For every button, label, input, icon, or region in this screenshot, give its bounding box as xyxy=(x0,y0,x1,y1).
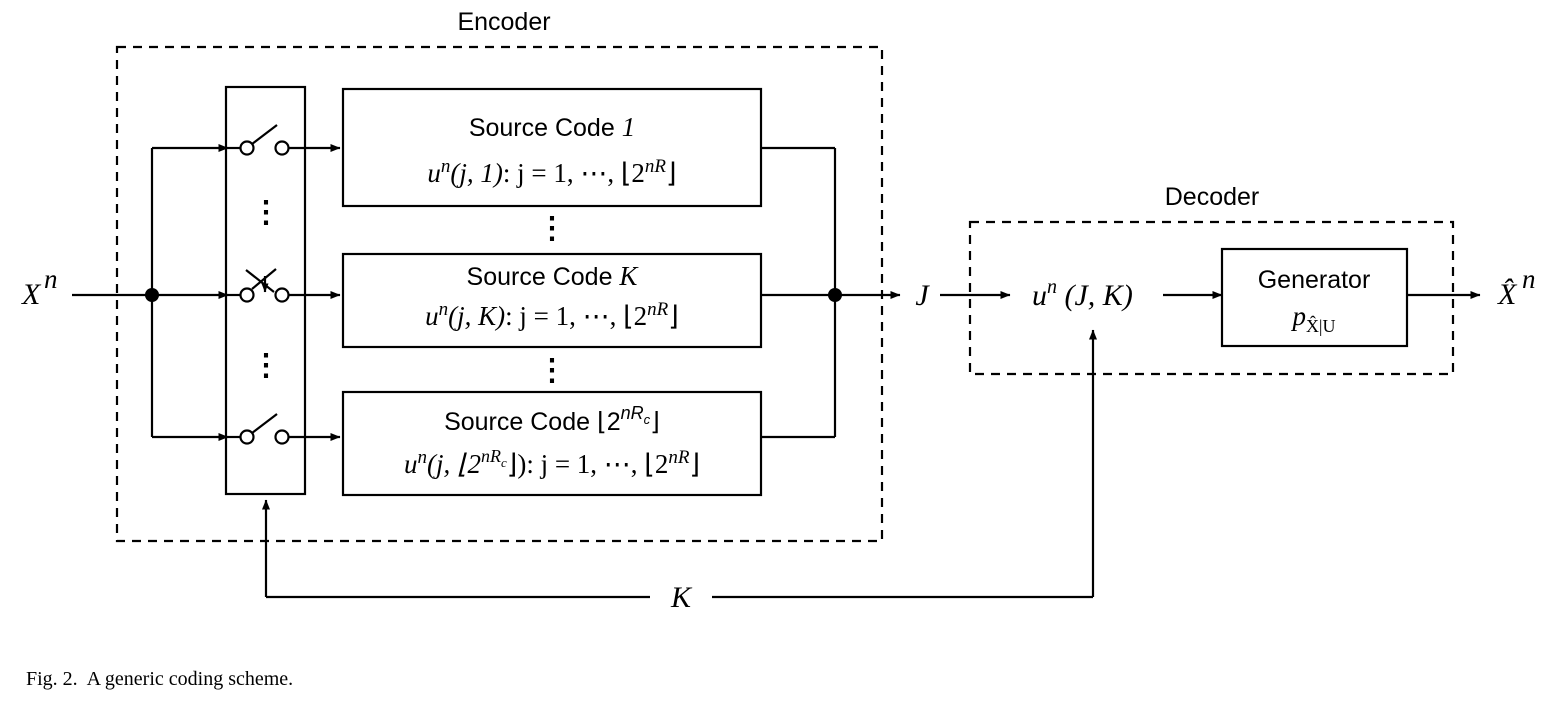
switch-open-3[interactable] xyxy=(228,413,341,445)
decoder-input-label: un (J, K) xyxy=(1032,276,1133,312)
output-signal-superscript: n xyxy=(1522,264,1536,294)
source-code-box-1: Source Code 1 un(j, 1): j = 1, ⋯, ⌊2nR⌋ xyxy=(341,87,763,208)
source-code-1-formula: un(j, 1): j = 1, ⋯, ⌊2nR⌋ xyxy=(427,156,676,188)
generator-title: Generator xyxy=(1258,266,1371,294)
source-code-ellipsis-upper: ⋮ xyxy=(537,212,567,245)
feedback-path-K xyxy=(262,329,1097,599)
generator-box: Generator pX̂|U xyxy=(1220,247,1409,348)
decoder-title: Decoder xyxy=(1165,183,1260,211)
source-code-box-3: Source Code ⌊2nRc⌋ un(j, ⌊2nRc⌋): j = 1,… xyxy=(341,390,763,497)
source-code-3-title: Source Code ⌊2nRc⌋ xyxy=(444,403,660,436)
source-code-ellipsis-lower: ⋮ xyxy=(537,354,567,387)
decoder-output-signal: X̂ n xyxy=(1497,264,1536,311)
caption-text: Fig. 2. A generic coding scheme. xyxy=(26,668,294,690)
feedback-label-K: K xyxy=(670,581,693,614)
switch-selected-2[interactable] xyxy=(228,268,341,303)
output-merge-bus xyxy=(761,146,842,439)
source-code-3-formula: un(j, ⌊2nRc⌋): j = 1, ⋯, ⌊2nR⌋ xyxy=(404,446,700,479)
switch-ellipsis-upper: ⋮ xyxy=(251,196,281,229)
switch-ellipsis-lower: ⋮ xyxy=(251,349,281,382)
encoder-title: Encoder xyxy=(457,8,550,36)
source-code-box-2: Source Code K un(j, K): j = 1, ⋯, ⌊2nR⌋ xyxy=(341,252,763,349)
signal-J-label: J xyxy=(915,279,930,312)
source-code-1-title: Source Code 1 xyxy=(469,112,635,142)
switch-bank-box xyxy=(224,85,307,496)
encoder-input-signal: X n xyxy=(21,264,58,311)
decoder-boundary xyxy=(968,220,1455,376)
source-code-2-formula: un(j, K): j = 1, ⋯, ⌊2nR⌋ xyxy=(425,299,679,331)
input-signal-superscript: n xyxy=(44,264,58,294)
figure-caption: Fig. 2. A generic coding scheme. xyxy=(6,645,293,701)
source-code-2-title: Source Code K xyxy=(467,261,640,291)
output-signal-label: X̂ xyxy=(1497,278,1518,311)
switch-open-1[interactable] xyxy=(228,124,341,156)
input-signal-label: X xyxy=(21,278,42,311)
generator-distribution: pX̂|U xyxy=(1290,301,1335,336)
